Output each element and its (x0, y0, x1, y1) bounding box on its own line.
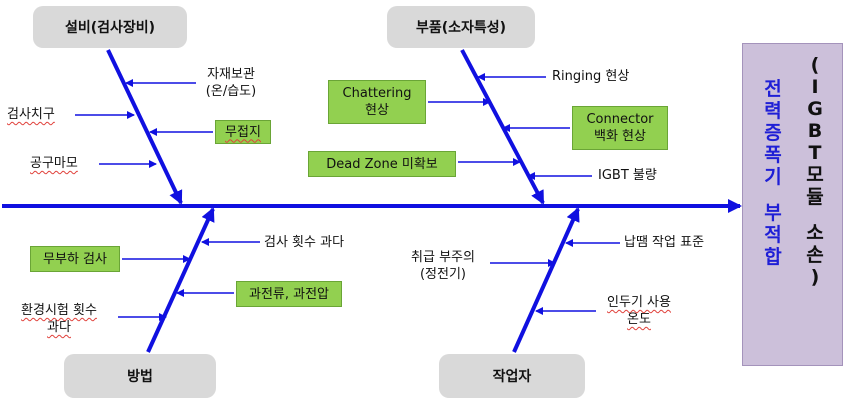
effect-detail-char: G (807, 98, 823, 120)
effect-detail-char: ( (810, 54, 820, 76)
effect-main-char: 합 (764, 246, 782, 268)
cause-no-contact: 무접지 (215, 120, 271, 144)
effect-detail-char: 손 (806, 244, 824, 266)
cause-overcurrent: 과전류, 과전압 (236, 281, 342, 307)
cause-solder-standard: 납땜 작업 표준 (624, 235, 705, 250)
effect-main-char (770, 188, 777, 202)
effect-main-char: 기 (764, 166, 782, 188)
effect-main-char: 부 (764, 202, 782, 224)
effect-detail-char: 모 (806, 164, 824, 186)
category-worker: 작업자 (439, 354, 585, 398)
cause-connector: Connector 백화 현상 (572, 106, 668, 150)
bone-method (146, 207, 215, 353)
cause-solder-temp: 인두기 사용 온도 (607, 295, 671, 327)
bone-equipment (106, 49, 183, 205)
cause-igbt-defect: IGBT 불량 (598, 168, 657, 183)
category-equipment: 설비(검사장비) (33, 6, 187, 48)
effect-main-char: 폭 (764, 144, 782, 166)
cause-chattering: Chattering 현상 (328, 80, 426, 124)
cause-no-load-test: 무부하 검사 (30, 246, 120, 272)
effect-detail-char (812, 208, 819, 222)
cause-inspection-jig: 검사치구 (7, 107, 55, 122)
effect-detail-char: ) (810, 266, 820, 288)
cause-ringing: Ringing 현상 (552, 69, 630, 84)
effect-detail-char: 소 (806, 222, 824, 244)
category-parts: 부품(소자특성) (387, 6, 535, 48)
category-method: 방법 (64, 354, 216, 398)
cause-dead-zone: Dead Zone 미확보 (308, 151, 456, 177)
effect-main-char: 증 (764, 122, 782, 144)
cause-handling: 취급 부주의 (정전기) (411, 250, 475, 282)
effect-main-char: 적 (764, 224, 782, 246)
cause-storage-env: 자재보관 (온/습도) (205, 67, 257, 99)
effect-detail-char: T (808, 142, 822, 164)
effect-main-char: 전 (764, 78, 782, 100)
effect-main-char: 력 (764, 100, 782, 122)
effect-detail-char: 듈 (806, 186, 824, 208)
effect-detail-char: B (807, 120, 823, 142)
cause-test-excess: 검사 횟수 과다 (264, 235, 345, 250)
cause-tool-wear: 공구마모 (30, 156, 78, 171)
cause-env-test-excess: 환경시험 횟수 과다 (21, 303, 97, 335)
bone-worker (512, 207, 580, 353)
bone-parts (460, 49, 545, 205)
effect-detail-char: I (811, 76, 819, 98)
